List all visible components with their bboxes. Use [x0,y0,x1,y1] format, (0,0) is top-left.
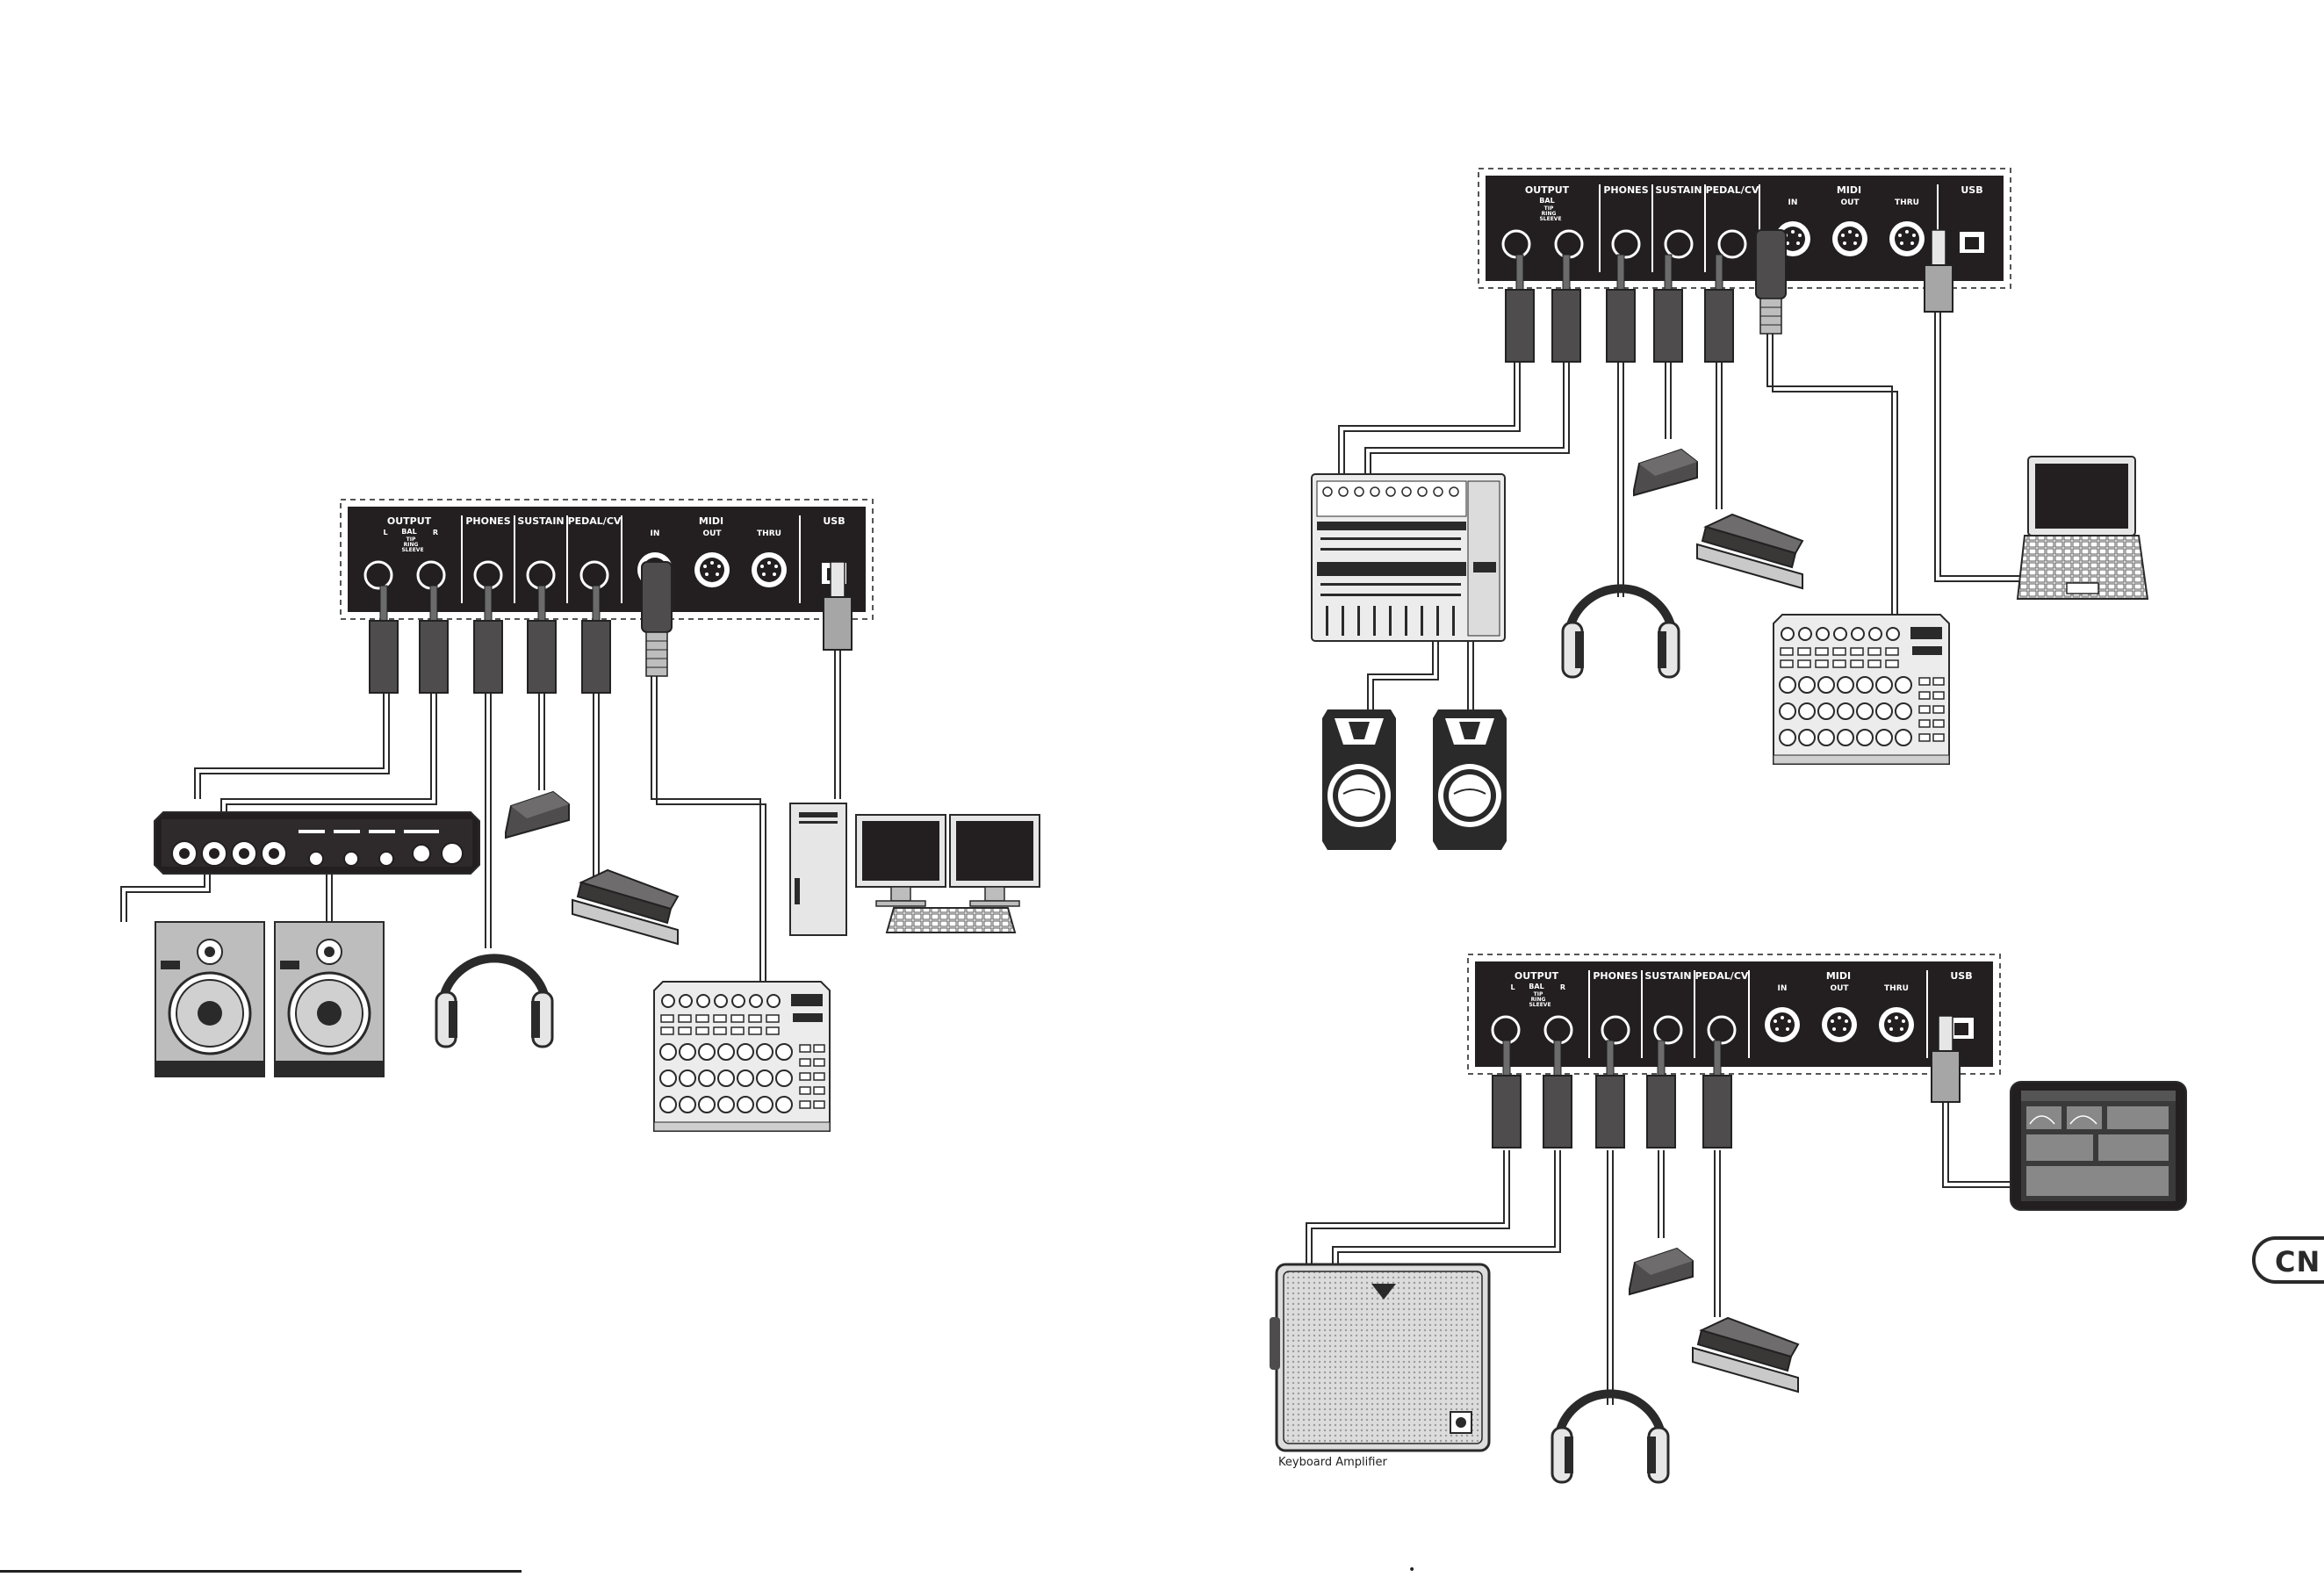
label-sustain: SUSTAIN [1655,184,1702,196]
label-midi-in: IN [1788,198,1798,207]
desktop-computer [790,803,1040,935]
mixer [1312,474,1505,641]
label-midi: MIDI [1826,970,1851,982]
audio-interface [155,812,479,874]
language-tab-label: CN [2275,1245,2320,1278]
keyboard-amplifier [1270,1264,1489,1451]
label-pedal-cv: PEDAL/CV [1706,184,1759,196]
label-sustain: SUSTAIN [517,515,564,527]
label-right: R [1560,983,1565,991]
label-pedal-cv: PEDAL/CV [568,515,622,527]
label-phones: PHONES [1593,970,1637,982]
label-phones: PHONES [1603,184,1648,196]
label-output: OUTPUT [1525,184,1570,196]
label-right: R [433,529,438,536]
label-midi-out: OUT [1830,984,1849,993]
svg-text:•: • [1408,1563,1415,1577]
label-left: L [383,529,387,536]
label-usb: USB [1950,970,1972,982]
label-sleeve: SLEEVE [1539,216,1561,222]
label-sustain: SUSTAIN [1644,970,1691,982]
label-pedal-cv: PEDAL/CV [1695,970,1749,982]
label-left: L [1510,983,1515,991]
label-midi-thru: THRU [757,529,781,538]
footer-rule [0,1570,522,1573]
label-sleeve: SLEEVE [401,547,423,553]
diagram-b: OUTPUT BAL TIP RING SLEEVE PHONES SUSTAI… [1312,169,2148,850]
label-usb: USB [1961,184,1982,196]
label-bal: BAL [401,528,416,536]
label-phones: PHONES [465,515,510,527]
label-midi-out: OUT [702,529,722,538]
label-bal: BAL [1539,197,1554,205]
label-output: OUTPUT [387,515,432,527]
label-midi-out: OUT [1840,198,1860,207]
diagram-c: OUTPUT L R BAL TIP RING SLEEVE PHONES SU… [1270,954,2186,1482]
label-midi: MIDI [1837,184,1861,196]
language-tab: CN [2252,1236,2324,1284]
tablet [2011,1082,2186,1210]
label-midi-thru: THRU [1895,198,1919,207]
label-midi-thru: THRU [1884,984,1909,993]
label-midi-in: IN [651,529,660,538]
label-midi: MIDI [699,515,723,527]
amp-caption: Keyboard Amplifier [1278,1456,1387,1469]
diagram-a: OUTPUT L R BAL TIP RING SLEEVE PHONES SU… [121,500,1040,1131]
label-sleeve: SLEEVE [1529,1002,1551,1008]
laptop [2018,457,2148,599]
label-output: OUTPUT [1515,970,1559,982]
label-midi-in: IN [1778,984,1788,993]
label-usb: USB [823,515,845,527]
label-bal: BAL [1529,983,1543,990]
